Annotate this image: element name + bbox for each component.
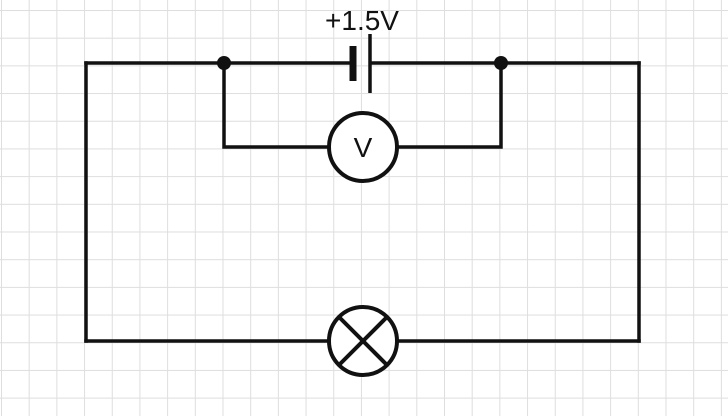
junction-dot-icon [494,56,508,70]
battery-cell-icon [349,34,372,93]
wire-voltmeter-left [222,61,331,149]
voltmeter-icon [327,111,399,183]
lamp-icon [327,305,399,377]
junction-dot-icon [217,56,231,70]
battery-voltage-label: +1.5V [325,5,399,36]
voltmeter-label: V [354,132,373,163]
wire-voltmeter-right [395,61,503,149]
